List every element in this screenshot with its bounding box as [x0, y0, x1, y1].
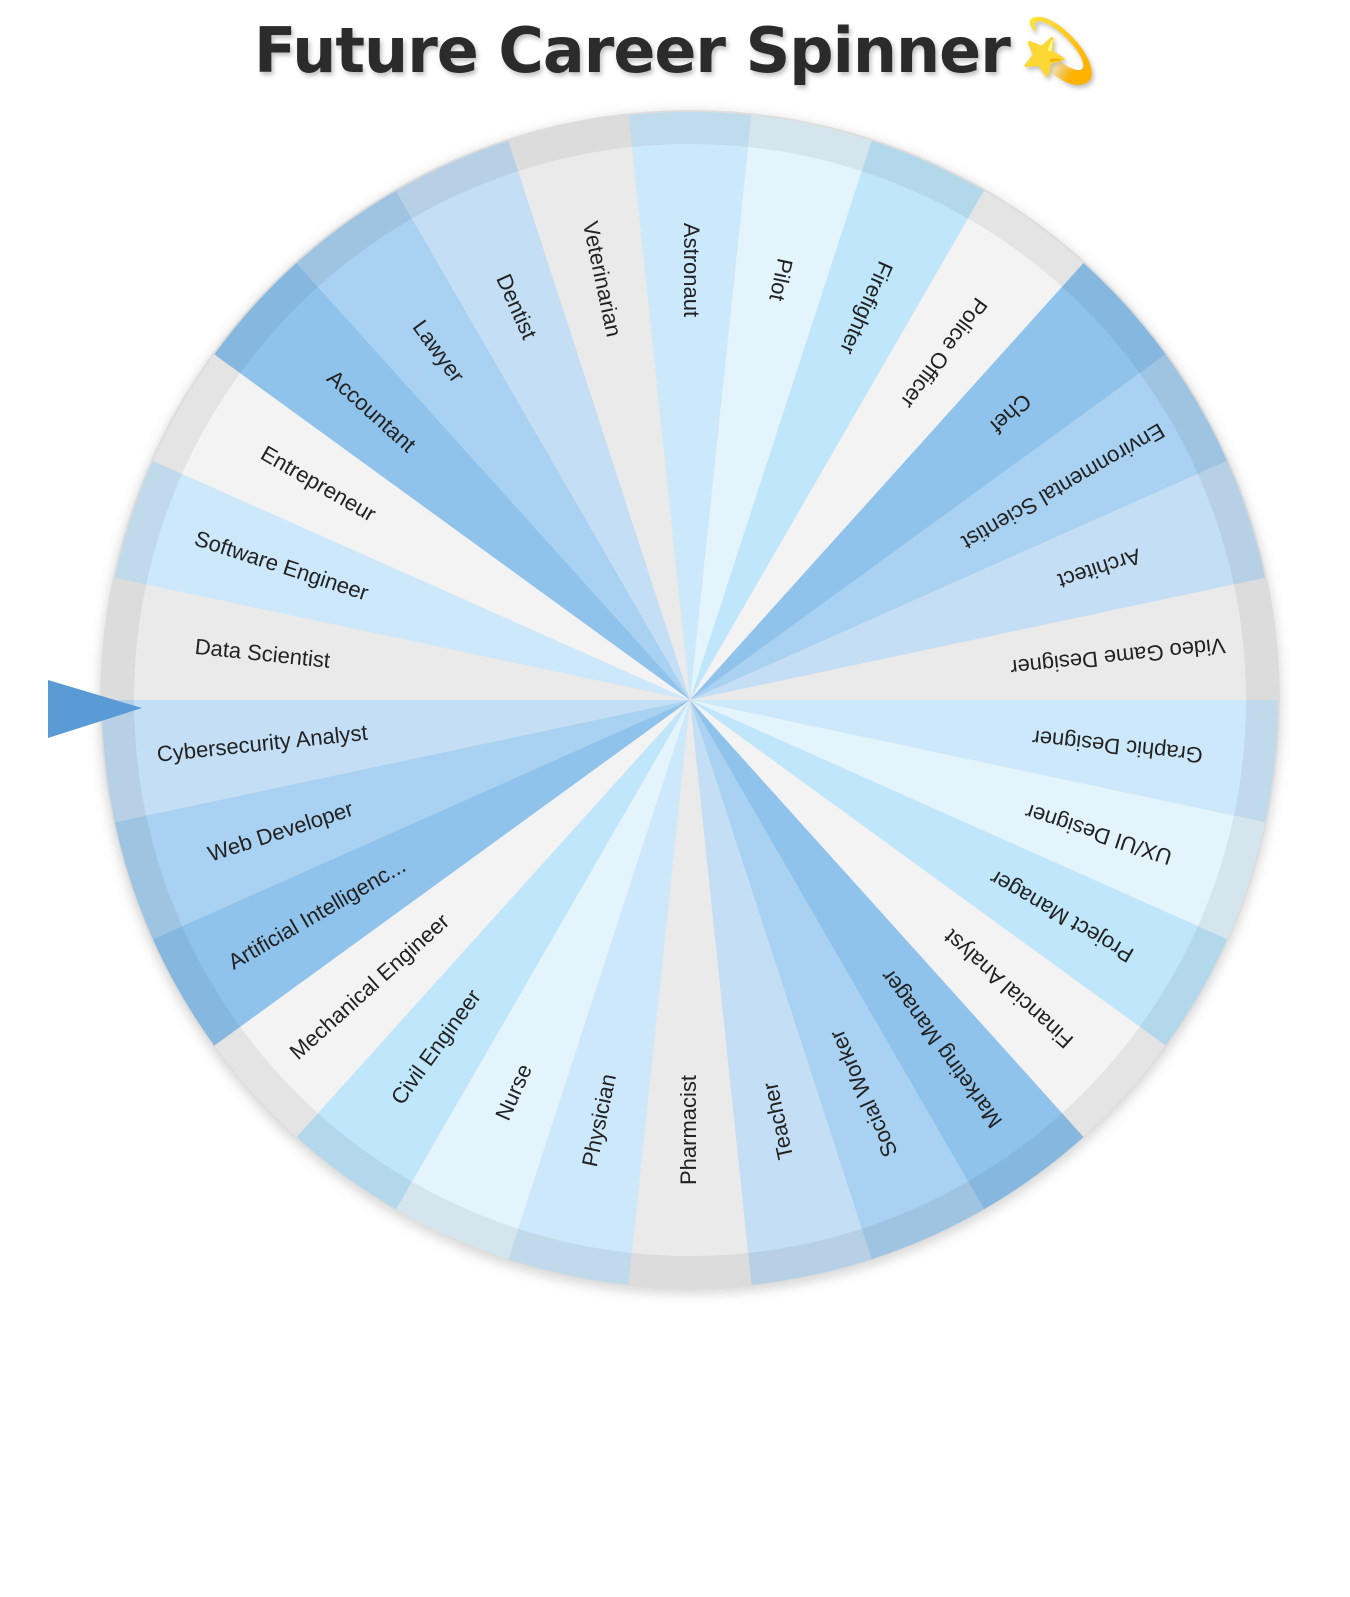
wheel-segment[interactable] — [152, 354, 691, 700]
wheel-segment[interactable] — [690, 263, 1166, 700]
wheel-segment-rim — [152, 354, 241, 474]
wheel-segment-rim — [508, 1228, 632, 1285]
wheel-segment[interactable] — [508, 700, 690, 1285]
dizzy-star-icon: 💫 — [1019, 14, 1097, 87]
wheel-segment-rim — [396, 1181, 519, 1260]
wheel-segment[interactable] — [396, 700, 690, 1260]
wheel-segment-rim — [968, 190, 1084, 287]
wheel-segment-rim — [1233, 700, 1278, 823]
wheel-segment[interactable] — [690, 460, 1266, 700]
wheel-segment-rim — [1062, 263, 1166, 374]
wheel-segment[interactable] — [114, 700, 691, 940]
wheel-segment[interactable] — [690, 700, 872, 1285]
wheel-segment[interactable] — [102, 577, 690, 700]
wheel-segment[interactable] — [690, 700, 1266, 940]
wheel-segment-label: Astronaut — [679, 223, 704, 317]
wheel-segments[interactable] — [102, 111, 1278, 1289]
wheel-segment-rim — [114, 460, 183, 585]
wheel-segment[interactable] — [114, 460, 691, 700]
page-title-text: Future Career Spinner — [254, 14, 1011, 87]
wheel-segment-rim — [1233, 577, 1278, 700]
wheel-segment[interactable] — [508, 115, 690, 701]
wheel-segment-label: Pharmacist — [676, 1075, 701, 1185]
wheel-segment[interactable] — [396, 140, 690, 700]
wheel-segment[interactable] — [690, 700, 984, 1260]
wheel-segment-rim — [1062, 1026, 1166, 1137]
wheel-segment-rim — [968, 1113, 1084, 1210]
wheel-segment-rim — [1139, 354, 1228, 474]
wheel-segment-rim — [114, 815, 183, 940]
wheel-segment-rim — [296, 190, 412, 287]
wheel-segment-rim — [748, 1228, 872, 1285]
wheel-segment-rim — [102, 700, 147, 823]
wheel-segment[interactable] — [690, 700, 1228, 1046]
wheel-segment[interactable] — [690, 700, 1084, 1210]
wheel-segment[interactable] — [628, 111, 752, 701]
wheel-segment[interactable] — [102, 700, 690, 823]
wheel-segment-rim — [1139, 926, 1228, 1046]
wheel-segment[interactable] — [214, 700, 691, 1137]
wheel-segment-rim — [214, 263, 318, 374]
wheel-segment-rim — [748, 115, 872, 172]
wheel-segment[interactable] — [152, 700, 691, 1046]
wheel-segment[interactable] — [690, 700, 1166, 1137]
wheel-segment-rim — [1197, 815, 1266, 940]
wheel-segment-rim — [1197, 460, 1266, 585]
wheel-segment[interactable] — [690, 190, 1084, 700]
wheel-segment-rim — [296, 1113, 412, 1210]
wheel-segment-rim — [152, 926, 241, 1046]
page-title: Future Career Spinner💫 — [0, 14, 1350, 88]
wheel-segment-rim — [861, 140, 984, 219]
wheel-segment-rim — [214, 1026, 318, 1137]
wheel-segment[interactable] — [628, 700, 752, 1289]
wheel-segment-rim — [508, 115, 632, 172]
wheel-segment[interactable] — [690, 700, 1278, 823]
wheel-segment-rim — [396, 140, 519, 219]
wheel-segment[interactable] — [296, 190, 690, 700]
wheel-segment[interactable] — [690, 140, 984, 700]
wheel-segment[interactable] — [296, 700, 690, 1210]
wheel-segment-rim — [861, 1181, 984, 1260]
wheel-segment[interactable] — [690, 115, 872, 701]
wheel-segment[interactable] — [214, 263, 691, 700]
wheel-segment[interactable] — [690, 354, 1228, 700]
wheel-segment-rim — [102, 577, 147, 700]
wheel-segment-rim — [628, 111, 752, 148]
wheel-pointer-icon — [48, 680, 142, 738]
wheel-segment-rim — [628, 1252, 752, 1289]
wheel-segment[interactable] — [690, 577, 1278, 700]
